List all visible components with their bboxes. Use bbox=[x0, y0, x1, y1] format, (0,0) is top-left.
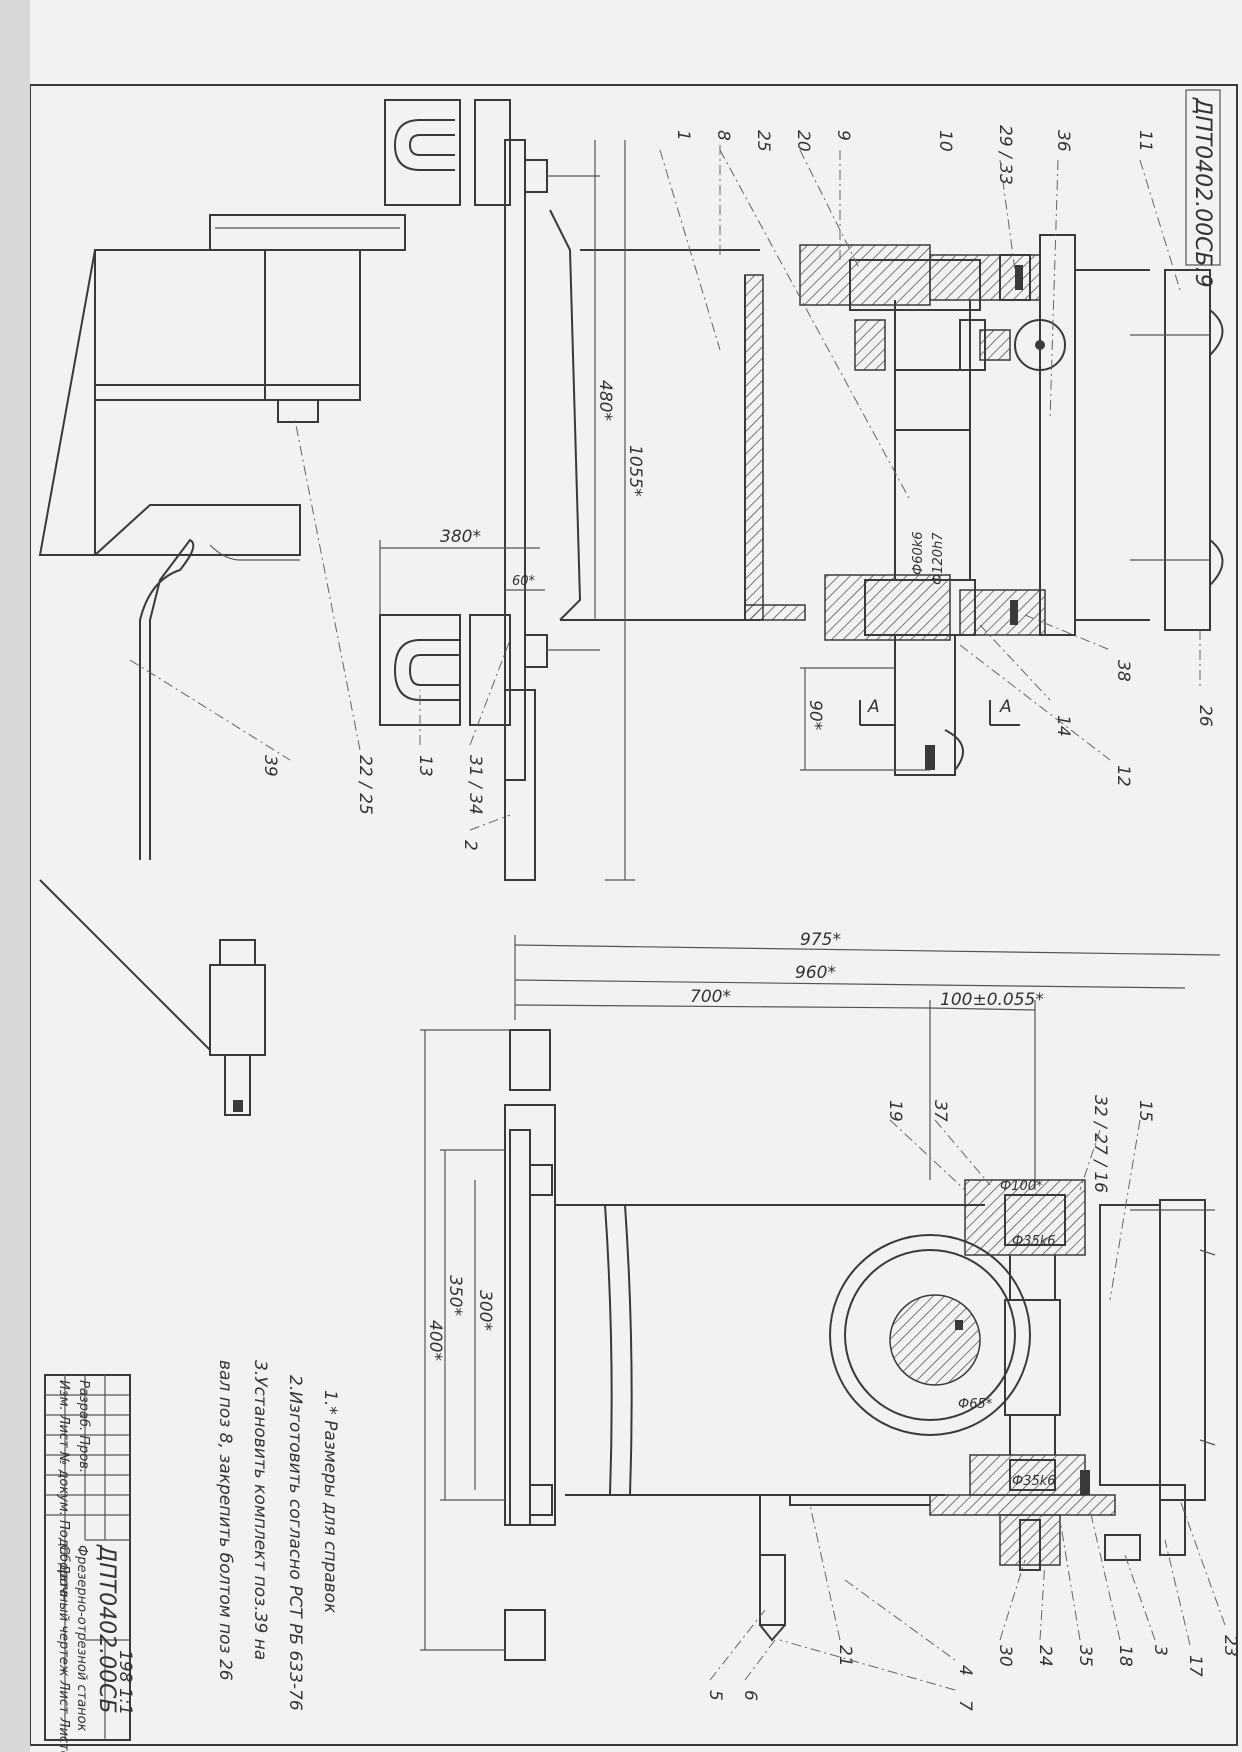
dim-300: 300* bbox=[475, 1290, 495, 1331]
callout-37: 37 bbox=[930, 1100, 950, 1122]
dim-phi60: Ф60k6 bbox=[911, 531, 926, 575]
callout-9: 9 bbox=[833, 130, 853, 141]
callout-32-27-16: 32 / 27 / 16 bbox=[1090, 1095, 1110, 1193]
callout-15: 15 bbox=[1135, 1100, 1155, 1122]
worm-wheel: Ф65* bbox=[829, 1234, 1031, 1436]
dim-phi120: Ф120h7 bbox=[931, 532, 946, 585]
title-block-code: ДПТ0402.00СБ bbox=[94, 1544, 119, 1714]
dim-480: 480* bbox=[595, 380, 615, 421]
t-bolt-clamp-upper bbox=[384, 99, 511, 206]
callout-10: 10 bbox=[935, 130, 955, 152]
callout-8: 8 bbox=[713, 130, 733, 141]
callout-1: 1 bbox=[673, 130, 693, 141]
title-block-sheet-info: Сборочный чертеж Лист Листов bbox=[56, 1545, 71, 1752]
upper-callouts: 1 8 25 20 9 10 29 / 33 36 11 38 14 12 26… bbox=[260, 125, 1215, 851]
dim-phi35-bottom: Ф35k6 bbox=[1012, 1474, 1056, 1489]
svg-text:ДПТ0402.00СБ.9: ДПТ0402.00СБ.9 bbox=[1190, 97, 1215, 288]
dim-60: 60* bbox=[512, 574, 536, 589]
t-bolt-clamp-lower bbox=[379, 614, 511, 726]
dim-960: 960* bbox=[795, 963, 836, 983]
left-side-view bbox=[38, 214, 406, 1116]
callout-31-34: 31 / 34 bbox=[465, 755, 485, 815]
dim-100: 100±0.055* bbox=[940, 990, 1044, 1010]
handle-crank bbox=[759, 1494, 930, 1642]
dim-380: 380* bbox=[440, 527, 481, 547]
callout-4: 4 bbox=[955, 1665, 975, 1676]
callout-2: 2 bbox=[460, 840, 480, 851]
title-block: Изм. Лист № докум. Подп. Дата Разраб. Пр… bbox=[44, 1374, 135, 1752]
callout-12: 12 bbox=[1113, 765, 1133, 787]
callout-23: 23 bbox=[1220, 1635, 1240, 1657]
gear-lever bbox=[854, 319, 1066, 371]
dim-350: 350* bbox=[445, 1275, 465, 1316]
callout-38: 38 bbox=[1113, 660, 1133, 682]
callout-19: 19 bbox=[885, 1100, 905, 1122]
callout-36: 36 bbox=[1053, 130, 1073, 152]
dim-700: 700* bbox=[690, 987, 731, 1007]
callout-30: 30 bbox=[995, 1645, 1015, 1667]
title-block-header: Изм. Лист № докум. Подп. Дата bbox=[56, 1380, 71, 1597]
dim-phi100: Ф100* bbox=[1000, 1179, 1043, 1194]
dark-edge-left bbox=[0, 0, 30, 1752]
dim-phi65: Ф65* bbox=[958, 1397, 993, 1412]
callout-6: 6 bbox=[740, 1690, 760, 1701]
upper-dimensions: 380* 60* 480* 1055* 90* Ф60k6 Ф120h7 bbox=[379, 140, 946, 881]
callout-3: 3 bbox=[1150, 1645, 1170, 1656]
note-line-4: вал поз 8, закрепить болтом поз 26 bbox=[215, 1360, 235, 1681]
callout-26: 26 bbox=[1195, 705, 1215, 727]
section-label-a-left: A bbox=[867, 697, 880, 717]
callout-20: 20 bbox=[793, 130, 813, 152]
title-block-scale: 198 1:1 bbox=[115, 1650, 135, 1715]
callout-7: 7 bbox=[955, 1700, 975, 1711]
callout-35: 35 bbox=[1075, 1645, 1095, 1667]
callout-29-33: 29 / 33 bbox=[995, 125, 1015, 185]
callout-18: 18 bbox=[1115, 1645, 1135, 1667]
dim-975: 975* bbox=[800, 930, 841, 950]
dim-phi35-top: Ф35k6 bbox=[1012, 1234, 1056, 1249]
base-plate bbox=[504, 139, 526, 781]
title-block-roles: Разраб. Пров. bbox=[76, 1380, 91, 1473]
note-line-3: 3.Установить комплект поз.39 на bbox=[250, 1360, 270, 1660]
section-label-a-right: A bbox=[999, 697, 1012, 717]
callout-22-25: 22 / 25 bbox=[355, 755, 375, 815]
title-block-name: Фрезерно-отрезной станок bbox=[74, 1545, 89, 1732]
drawing-code-top: ДПТ0402.00СБ.9 bbox=[1185, 89, 1221, 288]
technical-notes: 1.* Размеры для справок 2.Изготовить сог… bbox=[215, 1360, 340, 1711]
callout-17: 17 bbox=[1185, 1655, 1205, 1677]
callout-21: 21 bbox=[835, 1645, 855, 1667]
drive-shaft bbox=[894, 300, 971, 776]
callout-5: 5 bbox=[705, 1690, 725, 1701]
dim-400: 400* bbox=[425, 1320, 445, 1361]
section-marks-a: A A bbox=[859, 697, 1020, 726]
callout-11: 11 bbox=[1135, 130, 1155, 152]
note-line-1: 1.* Размеры для справок bbox=[320, 1390, 340, 1614]
dim-90: 90* bbox=[805, 700, 825, 730]
lower-assembly-view: 975* 960* 700* 100±0.055* 400* 350* 300* bbox=[420, 930, 1221, 1661]
callout-25-upper: 25 bbox=[753, 130, 773, 152]
upper-assembly-view bbox=[379, 99, 1224, 881]
end-plate bbox=[1164, 269, 1211, 631]
worm-shaft: Ф35k6 Ф100* Ф35k6 bbox=[929, 1179, 1116, 1571]
lower-callouts: 19 37 32 / 27 / 16 15 21 30 24 35 18 3 1… bbox=[705, 1095, 1240, 1711]
note-line-2: 2.Изготовить согласно РСТ РБ 633-76 bbox=[285, 1375, 305, 1711]
callout-24: 24 bbox=[1035, 1645, 1055, 1667]
side-column bbox=[1039, 234, 1076, 636]
bearing-housing-bottom bbox=[824, 574, 1046, 641]
dim-1055: 1055* bbox=[625, 445, 645, 497]
callout-39: 39 bbox=[260, 755, 280, 777]
callout-13: 13 bbox=[415, 755, 435, 777]
bearing-housing-top bbox=[799, 244, 1041, 311]
